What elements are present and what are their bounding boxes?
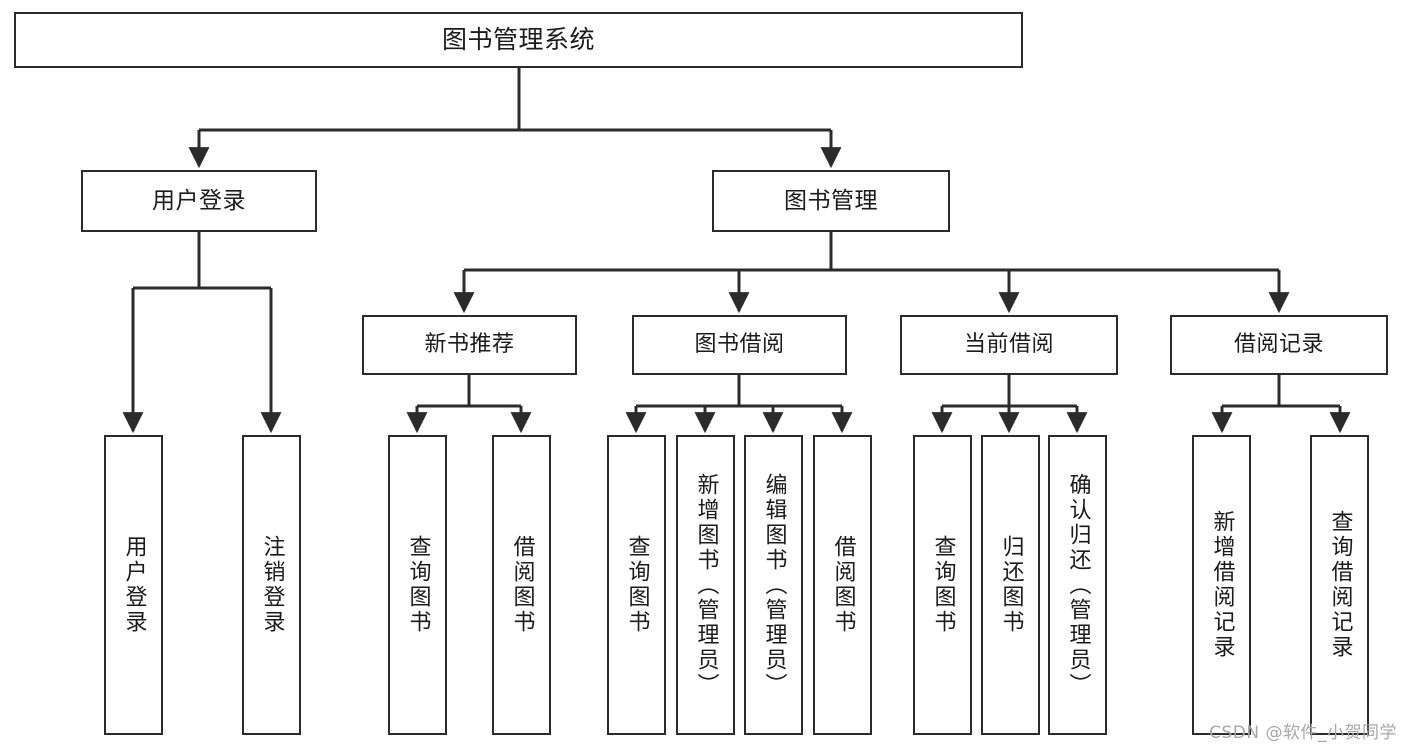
node-new-book-recommend-label: 新书推荐 xyxy=(424,332,515,358)
node-leaf-new-book-borrow[interactable]: 借阅图书 xyxy=(492,435,551,735)
node-leaf-label: 查询图书 xyxy=(930,535,956,635)
node-leaf-label: 确认归还（管理员） xyxy=(1065,472,1091,698)
node-root-label: 图书管理系统 xyxy=(441,24,595,54)
node-leaf-label: 用户登录 xyxy=(121,535,147,635)
node-leaf-book-borrow-edit-admin[interactable]: 编辑图书（管理员） xyxy=(744,435,803,735)
node-leaf-book-borrow-query[interactable]: 查询图书 xyxy=(607,435,666,735)
node-current-borrow-label: 当前借阅 xyxy=(963,332,1054,358)
node-book-management-label: 图书管理 xyxy=(784,187,878,214)
node-new-book-recommend[interactable]: 新书推荐 xyxy=(362,315,577,375)
node-leaf-label: 查询图书 xyxy=(624,535,650,635)
node-book-borrow[interactable]: 图书借阅 xyxy=(632,315,847,375)
node-leaf-label: 注销登录 xyxy=(259,535,285,635)
node-borrow-record[interactable]: 借阅记录 xyxy=(1170,315,1388,375)
node-leaf-new-book-query[interactable]: 查询图书 xyxy=(388,435,447,735)
node-leaf-user-login-login[interactable]: 用户登录 xyxy=(104,435,163,735)
node-root[interactable]: 图书管理系统 xyxy=(14,12,1023,68)
node-borrow-record-label: 借阅记录 xyxy=(1233,332,1324,358)
watermark: CSDN @软件_小贺同学 xyxy=(1209,723,1397,743)
node-leaf-label: 新增图书（管理员） xyxy=(693,472,719,698)
node-user-login-label: 用户登录 xyxy=(152,187,246,214)
node-leaf-book-borrow-borrow[interactable]: 借阅图书 xyxy=(813,435,872,735)
node-leaf-label: 查询图书 xyxy=(405,535,431,635)
node-leaf-borrow-record-add[interactable]: 新增借阅记录 xyxy=(1192,435,1251,735)
node-leaf-label: 借阅图书 xyxy=(509,535,535,635)
node-leaf-current-borrow-return[interactable]: 归还图书 xyxy=(981,435,1040,735)
node-leaf-book-borrow-add-admin[interactable]: 新增图书（管理员） xyxy=(676,435,735,735)
node-leaf-borrow-record-query[interactable]: 查询借阅记录 xyxy=(1310,435,1369,735)
node-current-borrow[interactable]: 当前借阅 xyxy=(900,315,1118,375)
node-leaf-label: 查询借阅记录 xyxy=(1327,510,1353,660)
node-leaf-label: 新增借阅记录 xyxy=(1209,510,1235,660)
node-leaf-label: 编辑图书（管理员） xyxy=(761,472,787,698)
node-leaf-current-borrow-query[interactable]: 查询图书 xyxy=(913,435,972,735)
node-leaf-current-borrow-confirm-admin[interactable]: 确认归还（管理员） xyxy=(1048,435,1107,735)
node-leaf-label: 归还图书 xyxy=(998,535,1024,635)
node-book-borrow-label: 图书借阅 xyxy=(694,332,785,358)
node-leaf-label: 借阅图书 xyxy=(830,535,856,635)
node-book-management[interactable]: 图书管理 xyxy=(712,170,950,232)
node-leaf-user-login-logout[interactable]: 注销登录 xyxy=(242,435,301,735)
node-user-login[interactable]: 用户登录 xyxy=(81,170,317,232)
